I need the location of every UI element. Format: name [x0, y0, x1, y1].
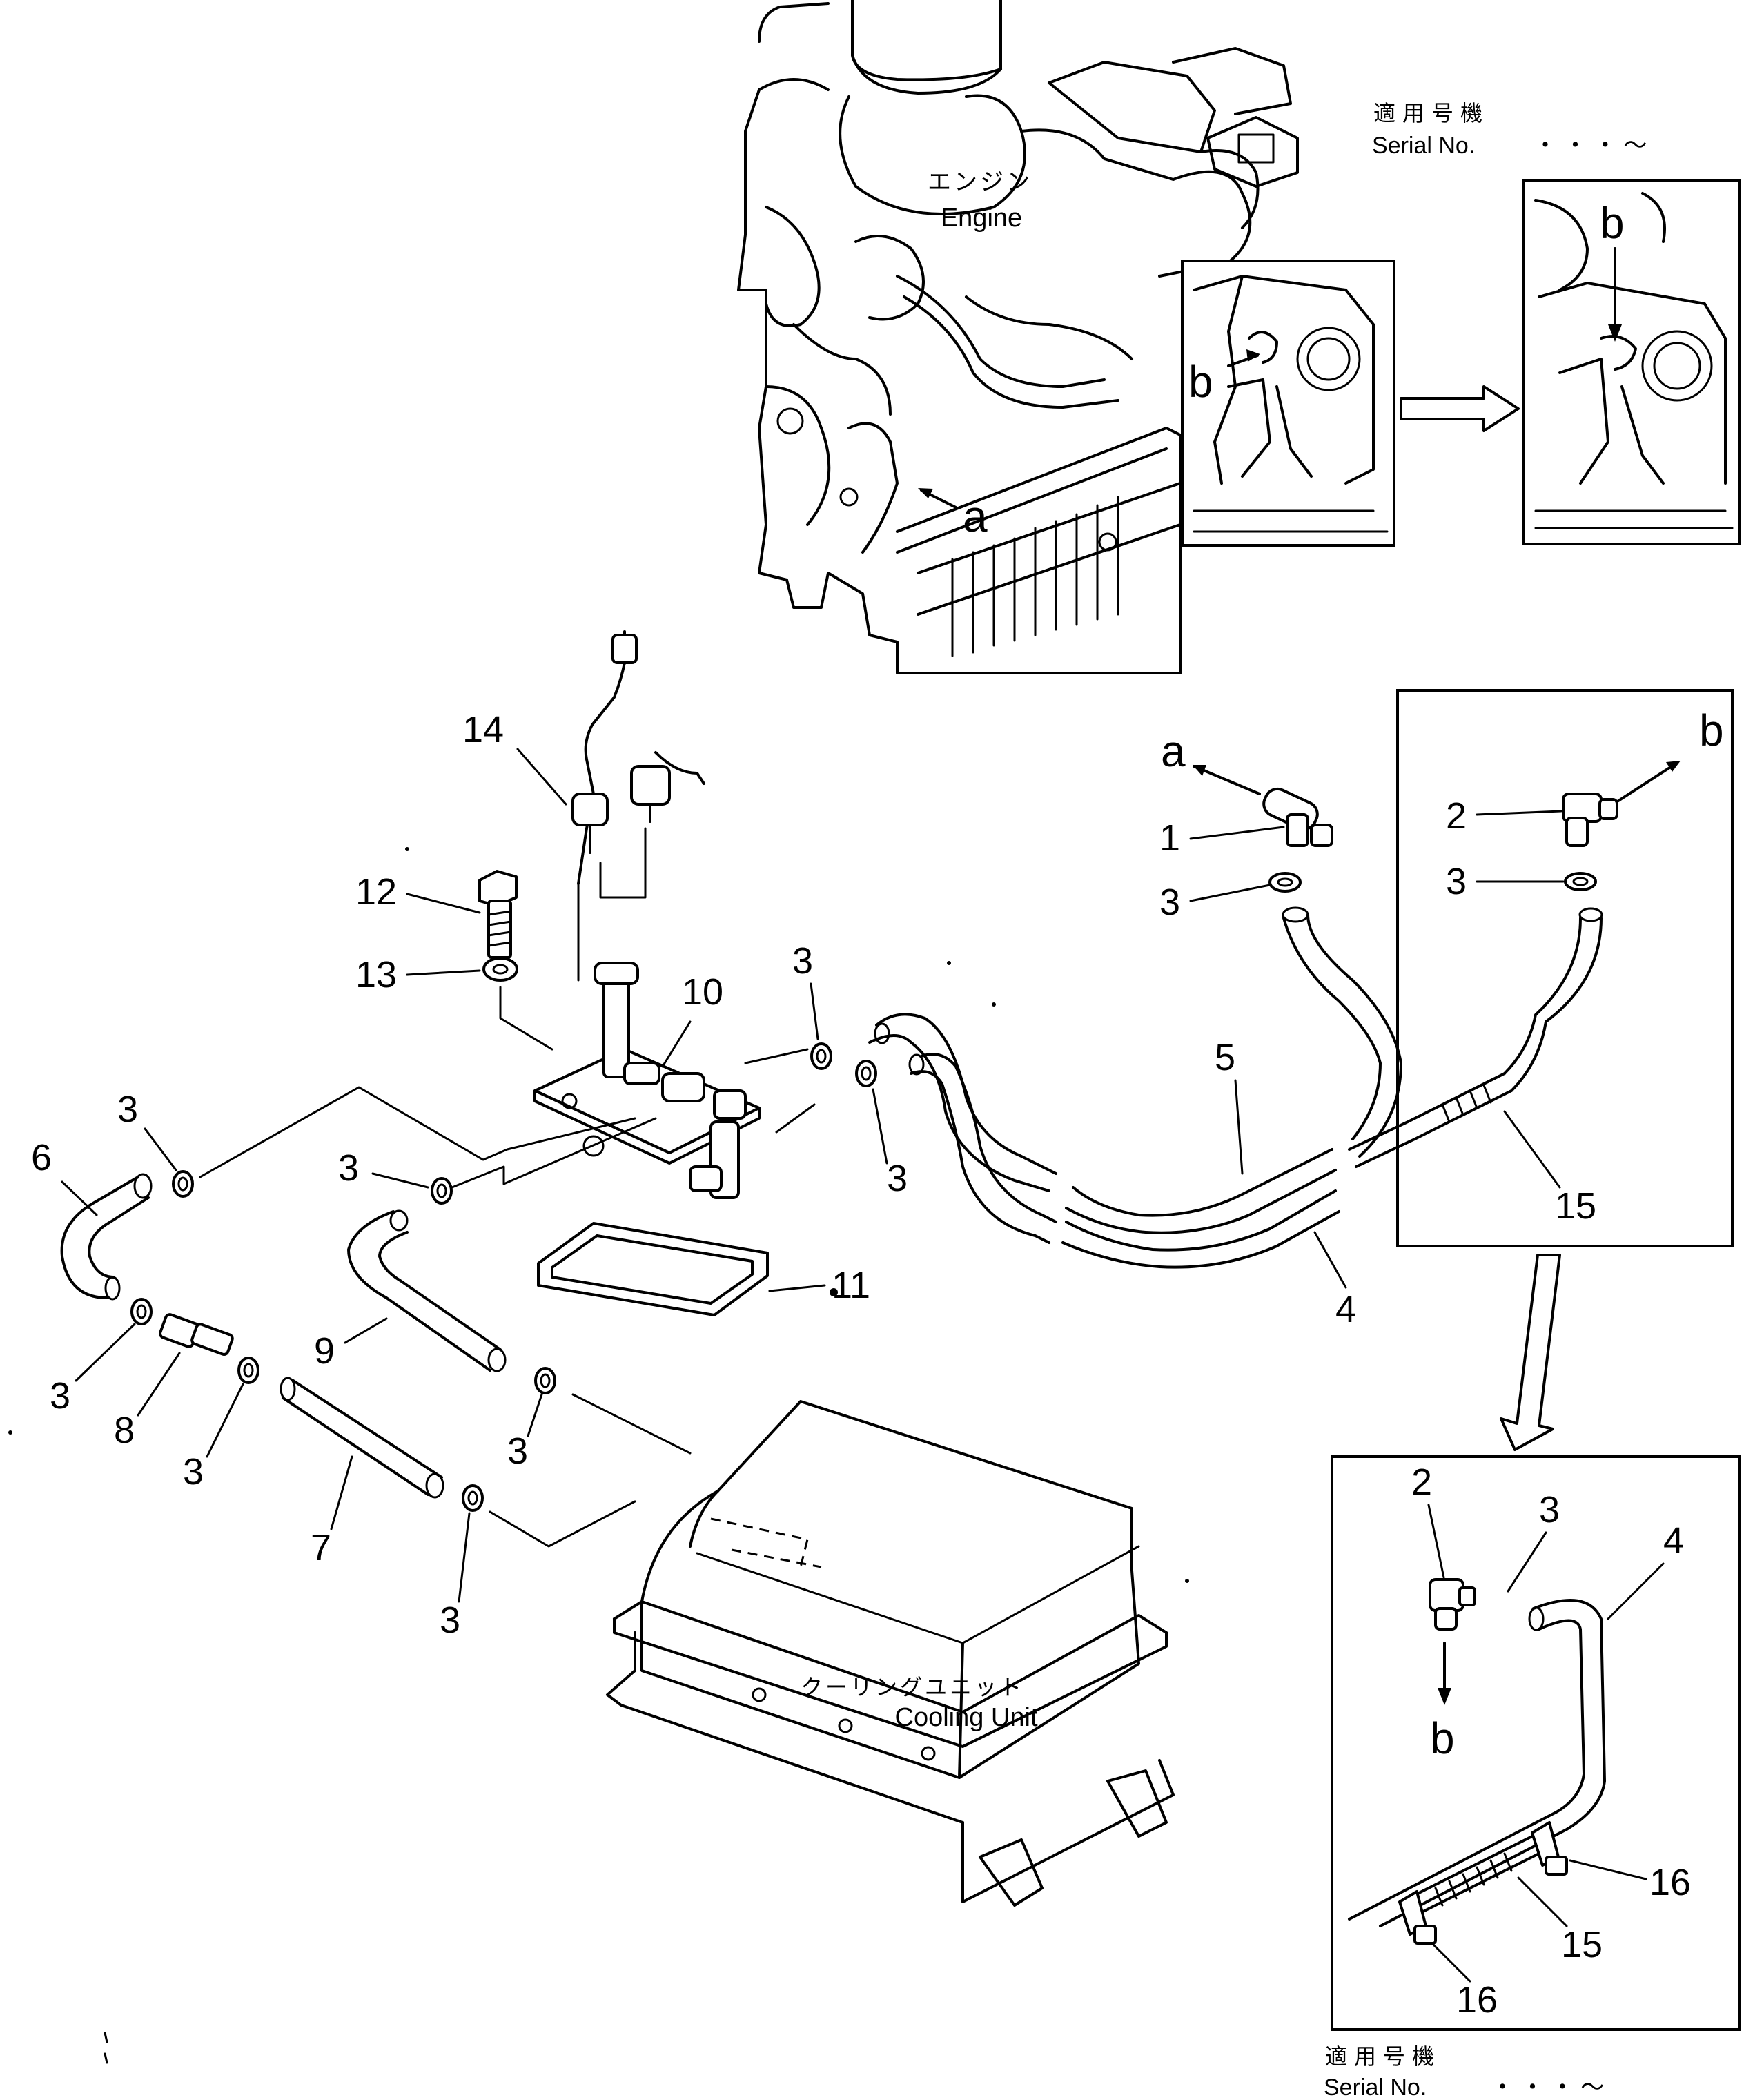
clamp-3-f: [237, 1357, 259, 1384]
callout-9: 9: [314, 1330, 335, 1372]
fitting-point-a: a: [1161, 726, 1186, 776]
lower-detail-box: b: [1331, 1455, 1741, 2031]
right-arrow: [1400, 385, 1520, 432]
part-8-fitting: [159, 1313, 234, 1356]
callout-3-a: 3: [117, 1089, 138, 1130]
callout-7: 7: [311, 1527, 331, 1568]
callout-6: 6: [31, 1137, 52, 1178]
clamp-3-c: [810, 1042, 832, 1070]
callout-3-d: 3: [887, 1158, 908, 1199]
cooling-label-en: Cooling Unit: [895, 1703, 1038, 1732]
part-15-guard: [1348, 907, 1603, 1168]
serial-label-en-bottom: Serial No.: [1324, 2074, 1427, 2100]
part-14-switch: [571, 630, 705, 982]
detail2-point-b: b: [1600, 198, 1625, 248]
part-7-hose: [280, 1377, 444, 1499]
engine-label-jp: エンジン: [928, 169, 1032, 195]
callout-3-i: 3: [1159, 882, 1180, 923]
engine-drawing: エンジン Engine a: [737, 0, 1299, 674]
clamp-3-h: [462, 1484, 484, 1512]
lower-point-b: b: [1430, 1713, 1455, 1763]
part-1-fitting: a: [1161, 726, 1333, 847]
cooling-label-jp: クーリングユニット: [801, 1675, 1024, 1700]
serial-value-bottom: ・ ・ ・ ～: [1491, 2074, 1604, 2100]
elbow-point-b: b: [1699, 706, 1724, 755]
callout-13: 13: [355, 954, 397, 995]
engine-point-a: a: [963, 492, 988, 541]
callout-3-f: 3: [183, 1451, 204, 1493]
clamp-3-i: [1268, 872, 1302, 893]
callout-2-lower: 2: [1411, 1461, 1432, 1503]
callout-15-lower: 15: [1561, 1924, 1603, 1965]
callout-4-lower: 4: [1663, 1520, 1684, 1562]
callout-3-j: 3: [1446, 861, 1467, 902]
clamp-3-e: [130, 1298, 153, 1325]
part-10-valve: [533, 962, 761, 1199]
callout-16-bottom: 16: [1456, 1979, 1498, 2021]
callout-3-e: 3: [50, 1375, 70, 1417]
clamp-3-b: [431, 1177, 453, 1205]
serial-label-jp-top: 適用号機: [1373, 101, 1489, 126]
engine-detail-box: b: [1181, 260, 1395, 547]
clamp-3-a: [172, 1170, 194, 1198]
cooling-unit-drawing: クーリングユニット Cooling Unit: [606, 1400, 1175, 1907]
callout-12: 12: [355, 871, 397, 913]
callout-16-right: 16: [1649, 1862, 1691, 1903]
clamp-3-d: [855, 1060, 877, 1087]
callout-3-g: 3: [507, 1430, 528, 1472]
callout-8: 8: [114, 1410, 135, 1451]
part-4-hose: [908, 1053, 1340, 1269]
down-arrow: [1500, 1254, 1561, 1451]
callout-3-h: 3: [440, 1600, 460, 1641]
callouts: 14 12 13 10 3 3 5 4 15 1 3 2 3 3 6 3 11 …: [31, 709, 1691, 2021]
part-11-gasket: [537, 1222, 769, 1316]
clamp-3-g: [534, 1367, 556, 1394]
detail1-point-b: b: [1188, 357, 1213, 407]
callout-5: 5: [1215, 1037, 1235, 1078]
part-6-hose: [60, 1173, 153, 1301]
part-9-hose: [347, 1209, 507, 1372]
callout-11: 11: [832, 1265, 870, 1306]
engine-label-en: Engine: [941, 204, 1022, 233]
callout-15: 15: [1555, 1185, 1596, 1227]
callout-4: 4: [1335, 1289, 1356, 1330]
callout-3-c: 3: [792, 940, 813, 982]
part-12-bolt: [478, 870, 518, 959]
callout-2: 2: [1446, 795, 1467, 837]
callout-3-b: 3: [338, 1147, 359, 1189]
serial-label-en-top: Serial No.: [1372, 133, 1475, 159]
part-5-hose: [868, 906, 1402, 1234]
callout-3-k: 3: [1539, 1489, 1560, 1530]
callout-1: 1: [1159, 817, 1180, 859]
part-13-washer: [482, 957, 518, 982]
scan-marks: [8, 847, 1189, 2064]
clamp-3-j: [1564, 872, 1597, 891]
hose-detail-frame: [1396, 689, 1734, 1247]
engine-detail-box-new: b: [1522, 179, 1741, 545]
part-2-elbow: b: [1562, 706, 1724, 847]
serial-value-top: ・ ・ ・ ～: [1534, 133, 1647, 159]
callout-14: 14: [462, 709, 504, 750]
serial-label-jp-bottom: 適用号機: [1325, 2044, 1441, 2069]
callout-10: 10: [682, 971, 723, 1013]
